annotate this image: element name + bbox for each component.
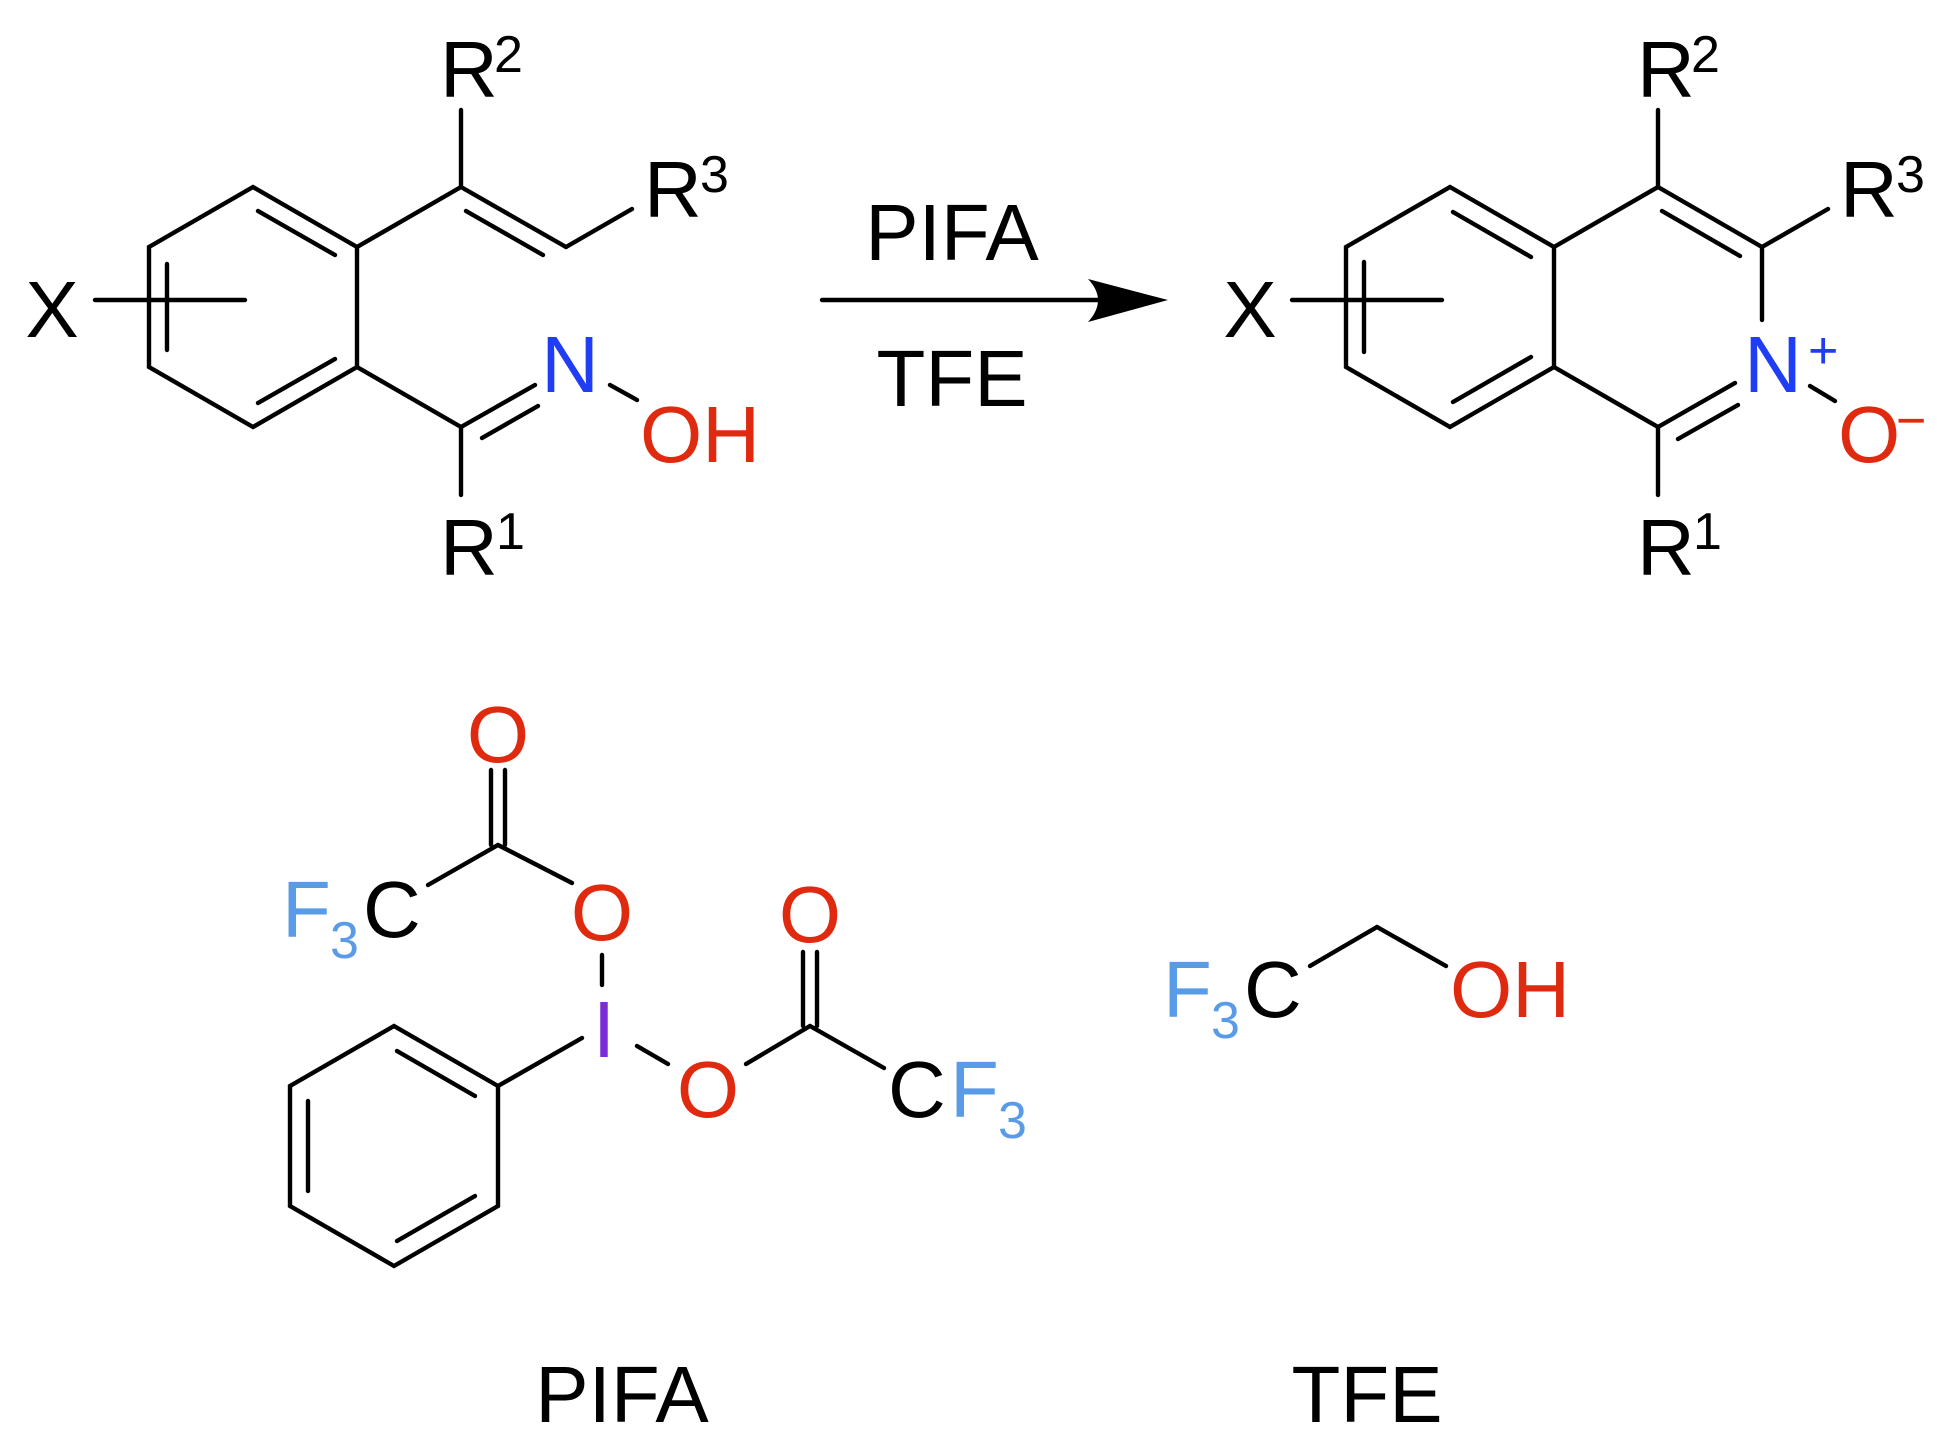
reactant-r1-label: R 1 [440, 503, 525, 592]
svg-text:−: − [1896, 392, 1926, 450]
svg-text:3: 3 [998, 1092, 1027, 1150]
svg-text:R: R [644, 145, 702, 234]
product-ring-double-bond [1450, 209, 1534, 260]
reactant-r3-bond [563, 206, 635, 250]
pifa-cf3-right-label: C F 3 [888, 1045, 1027, 1150]
product-n-o-bond [1807, 383, 1838, 404]
svg-text:3: 3 [700, 146, 729, 204]
tfe-cf3-label: F 3 C [1163, 945, 1302, 1050]
svg-text:C: C [1244, 945, 1302, 1034]
product-n-plus-label: N + [1744, 320, 1838, 409]
svg-text:F: F [950, 1045, 999, 1134]
svg-text:R: R [1637, 503, 1695, 592]
svg-text:R: R [440, 503, 498, 592]
pifa-cf3-bond [425, 842, 501, 888]
product-ring-bond [1655, 380, 1738, 430]
pifa-ring-double-bond [394, 1193, 478, 1244]
svg-text:C: C [888, 1045, 946, 1134]
svg-text:N: N [1744, 320, 1802, 409]
pifa-iodine-o-bond [634, 1043, 671, 1067]
svg-text:O: O [1838, 390, 1900, 479]
reactant-benzene-ring [146, 184, 360, 430]
pifa-ester-bond [743, 1023, 813, 1067]
svg-text:3: 3 [330, 912, 359, 970]
pifa-phenyl-iodine-bond [495, 1035, 585, 1089]
svg-text:R: R [1637, 25, 1695, 114]
svg-text:R: R [440, 25, 498, 114]
svg-text:3: 3 [1211, 992, 1240, 1050]
reactant-oxime-carbon-bond [354, 364, 464, 430]
svg-text:1: 1 [1693, 503, 1722, 561]
product-o-minus-label: O − [1838, 390, 1926, 479]
pifa-caption: PIFA [535, 1350, 709, 1439]
reactant-ring-double-bond [255, 356, 338, 406]
pifa-phenyl-ring [287, 1023, 501, 1269]
product-x-label: X [1223, 265, 1276, 354]
reaction-solvent-label: TFE [876, 334, 1027, 423]
reactant-x-label: X [25, 265, 78, 354]
product-molecule: X R 2 R 3 R 1 N + O − [1223, 25, 1926, 592]
product-r3-label: R 3 [1840, 145, 1925, 234]
pifa-iodine-label: I [593, 985, 615, 1074]
svg-text:1: 1 [496, 503, 525, 561]
product-ring-double-bond [1450, 354, 1534, 405]
product-ring-bond [1655, 184, 1765, 250]
product-r3-bond [1759, 206, 1831, 250]
pifa-carbonyl-o-left: O [467, 690, 529, 779]
reactant-hydroxyl-label: OH [640, 390, 760, 479]
svg-text:R: R [1840, 145, 1898, 234]
reactant-n-o-bond [607, 382, 640, 403]
product-r2-label: R 2 [1637, 25, 1720, 114]
pifa-cf3-bond [807, 1023, 887, 1071]
svg-text:2: 2 [494, 26, 523, 84]
reaction-arrow-group: PIFA TFE [819, 188, 1168, 423]
product-ring-bond [1551, 364, 1661, 430]
reactant-ring-double-bond [255, 208, 338, 258]
product-benzene-ring [1343, 184, 1557, 430]
product-ring-double-bond [1675, 402, 1741, 442]
svg-text:2: 2 [1691, 26, 1720, 84]
pifa-structure: O O F 3 C I O O C F 3 PIFA [282, 690, 1027, 1439]
pifa-ring-double-bond [394, 1048, 478, 1099]
tfe-ch2-oh-bond [1374, 924, 1449, 969]
pifa-ester-o-right: O [677, 1045, 739, 1134]
reactant-nitrogen-label: N [541, 320, 599, 409]
reactant-imine-bond [458, 382, 538, 430]
product-ring-bond [1551, 184, 1661, 250]
reactant-alkene-double-bond [463, 208, 546, 258]
svg-text:3: 3 [1896, 146, 1925, 204]
product-ring-double-bond [1659, 208, 1743, 259]
tfe-caption: TFE [1291, 1350, 1442, 1439]
svg-text:F: F [1163, 945, 1212, 1034]
reaction-arrow-head [1088, 279, 1168, 322]
reactant-imine-double-bond [479, 403, 541, 441]
pifa-cf3-left-label: F 3 C [282, 865, 421, 970]
reaction-reagent-label: PIFA [865, 188, 1039, 277]
reactant-r3-label: R 3 [644, 145, 729, 234]
svg-text:F: F [282, 865, 331, 954]
reactant-alkene-bond [458, 184, 569, 250]
svg-text:C: C [363, 865, 421, 954]
product-r1-label: R 1 [1637, 503, 1722, 592]
pifa-ester-o-left: O [571, 868, 633, 957]
tfe-structure: F 3 C OH TFE [1163, 924, 1570, 1439]
tfe-hydroxyl-label: OH [1450, 945, 1570, 1034]
svg-text:+: + [1808, 322, 1838, 380]
tfe-cf3-ch2-bond [1307, 924, 1380, 969]
reactant-molecule: X R 2 R 3 R 1 N OH [25, 25, 760, 592]
pifa-carbonyl-o-right: O [779, 870, 841, 959]
reactant-r2-label: R 2 [440, 25, 523, 114]
reactant-vinyl-bond [354, 184, 464, 250]
pifa-ester-bond [495, 842, 575, 886]
